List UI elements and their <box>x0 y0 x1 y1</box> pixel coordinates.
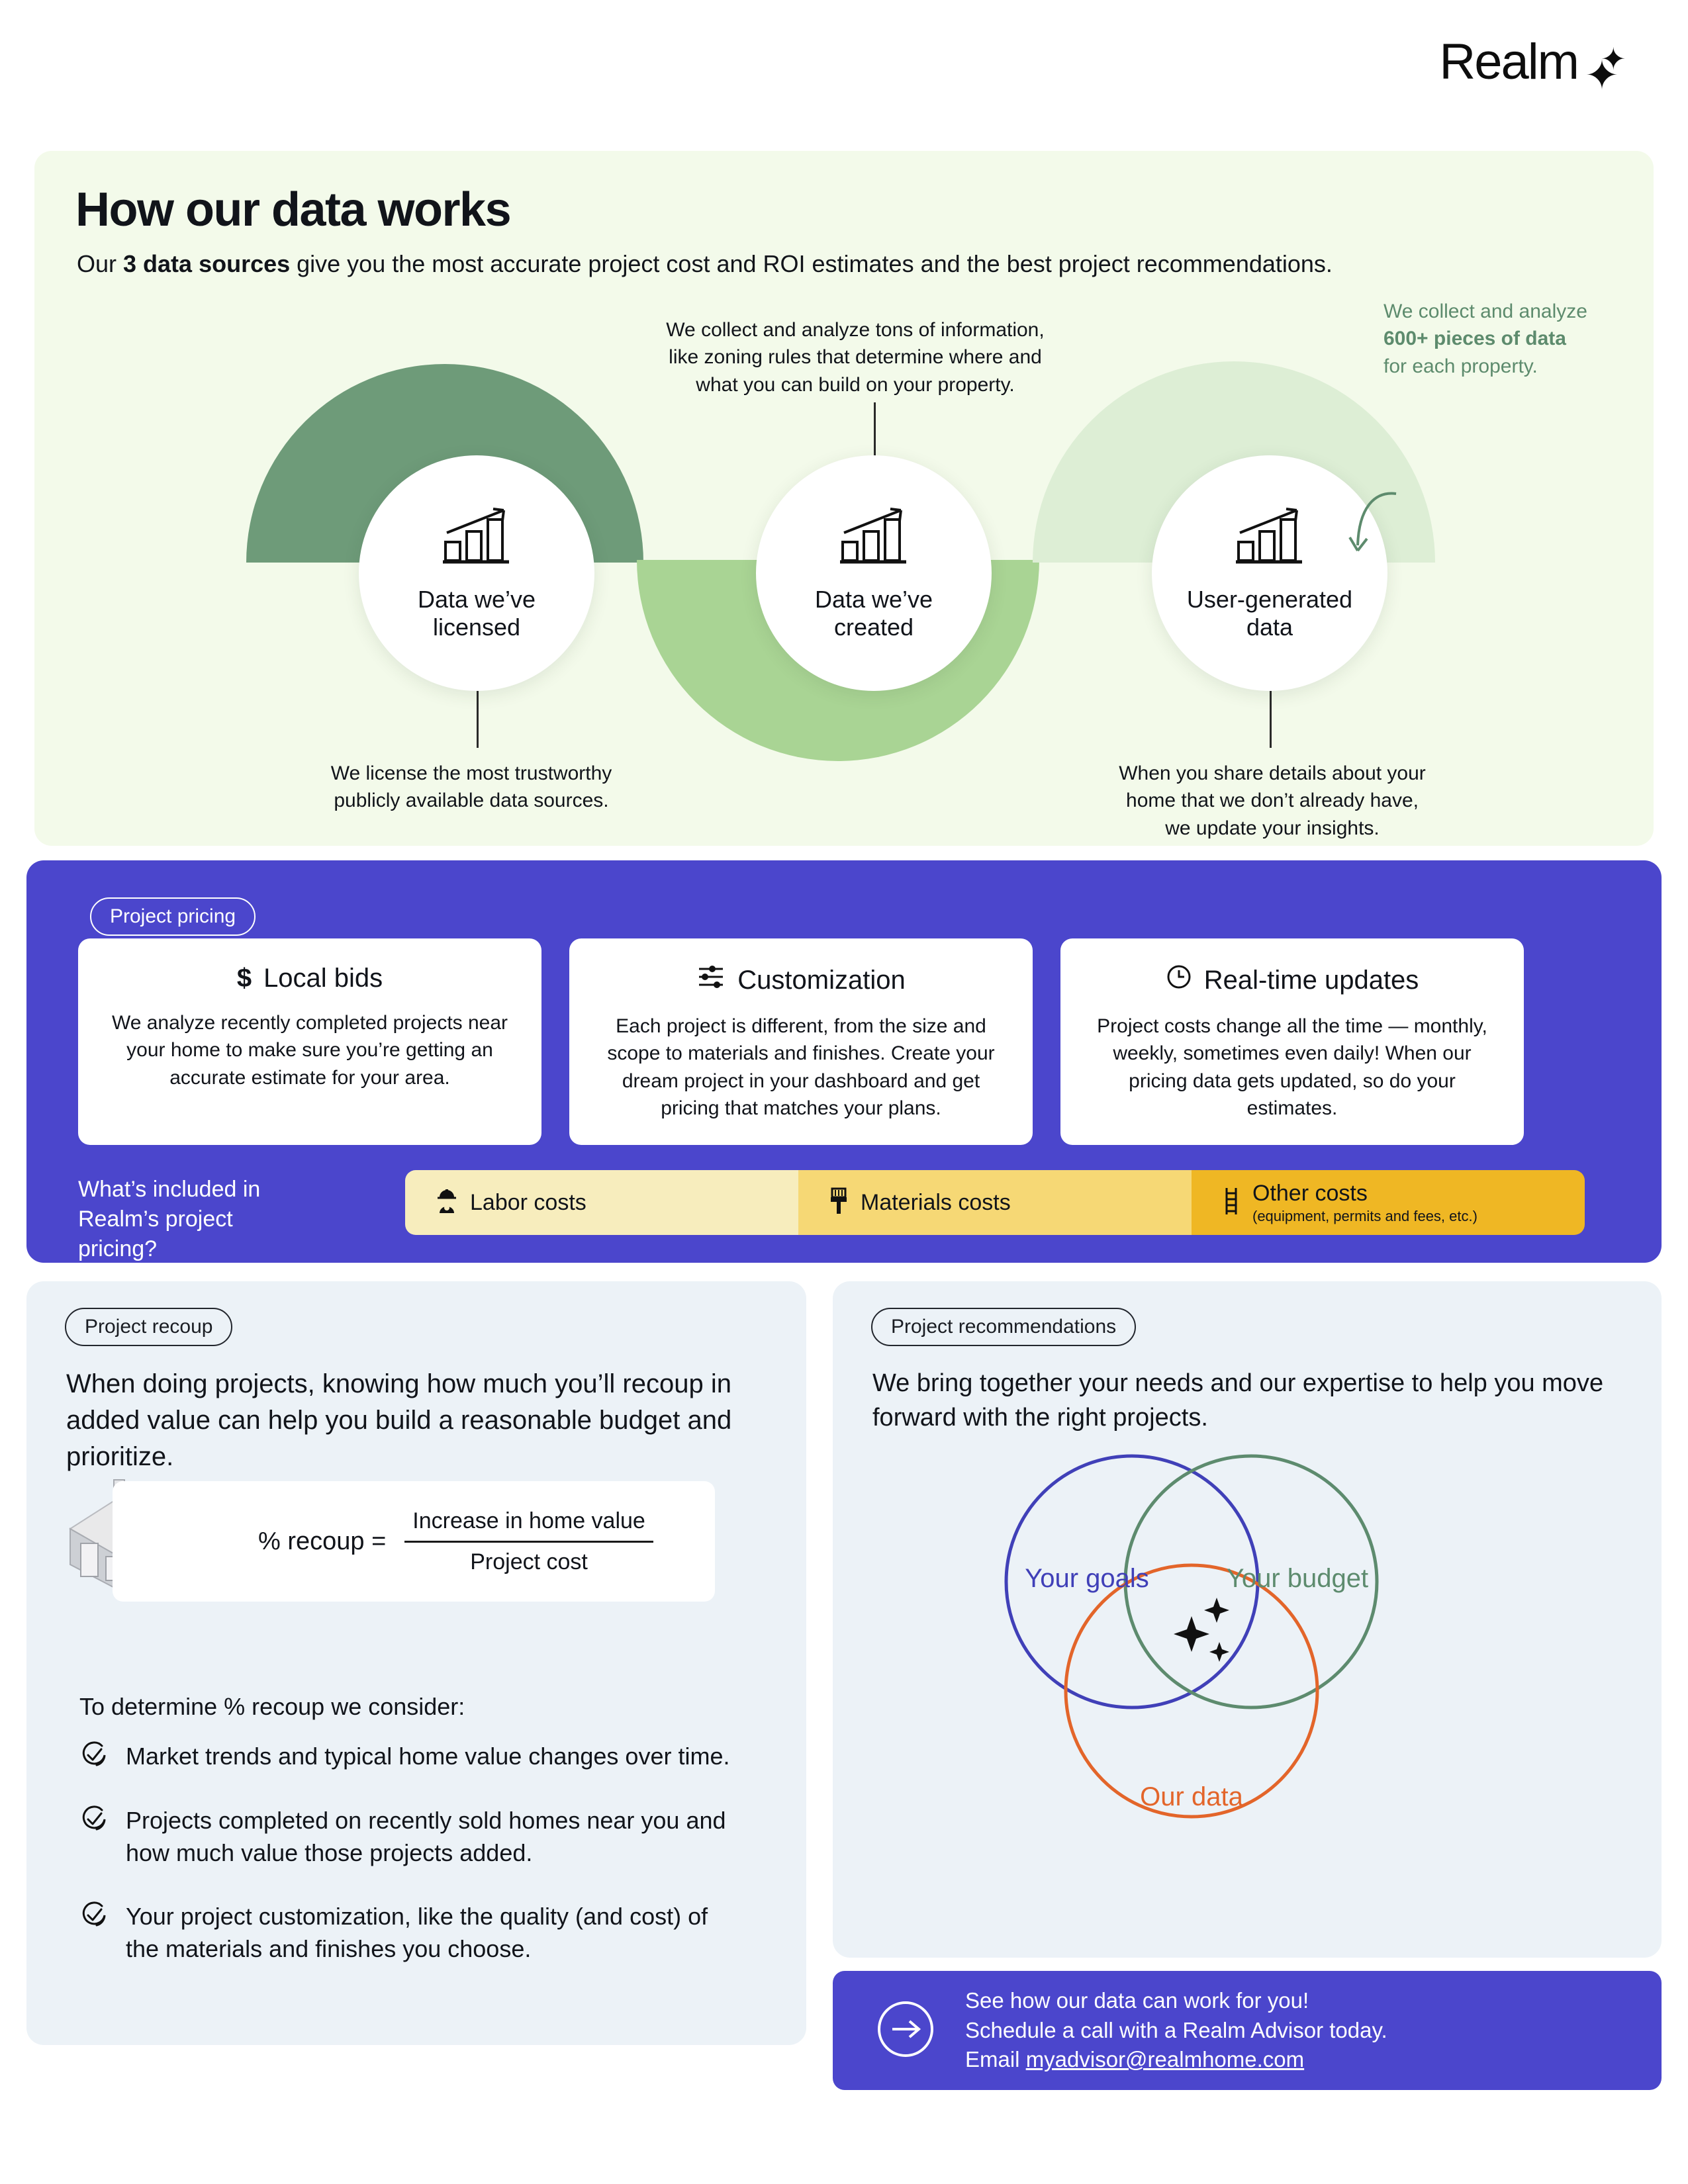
recommendations-lead-text: We bring together your needs and our exp… <box>872 1369 1604 1432</box>
venn-circle-your-budget <box>1123 1454 1379 1709</box>
cost-breakdown-bar: Labor costs Materials costs <box>405 1170 1585 1235</box>
pricing-card-header: Customization <box>596 964 1006 997</box>
cost-segment-materials: Materials costs <box>798 1170 1192 1235</box>
list-item: Projects completed on recently sold home… <box>79 1805 741 1869</box>
pricing-card-body: Project costs change all the time — mont… <box>1097 1015 1487 1120</box>
cost-segment-label: Labor costs <box>470 1189 586 1215</box>
brand-logo: Realm ✦✦ <box>1439 34 1647 99</box>
bar-chart-growth-icon <box>440 505 513 586</box>
pricing-card-real-time-updates: Real-time updates Project costs change a… <box>1060 938 1524 1145</box>
note-pre: We collect and analyze <box>1383 300 1587 322</box>
cta-text: See how our data can work for you! Sched… <box>965 1986 1387 2075</box>
hero-subtitle: Our 3 data sources give you the most acc… <box>77 250 1333 278</box>
venn-label-our-data: Our data <box>1140 1782 1243 1811</box>
caption-user-generated: When you share details about your home t… <box>1119 762 1426 839</box>
pricing-card-body: Each project is different, from the size… <box>607 1015 995 1120</box>
ladder-icon <box>1222 1187 1241 1219</box>
bar-chart-growth-icon <box>1233 505 1306 586</box>
curved-arrow-icon <box>1348 492 1397 552</box>
pricing-card-header: Real-time updates <box>1087 964 1497 997</box>
cost-segment-label: Other costs <box>1252 1180 1368 1206</box>
cta-line-1: See how our data can work for you! <box>965 1987 1309 2013</box>
cta-email-prefix: Email <box>965 2047 1026 2072</box>
pricing-cards: $ Local bids We analyze recently complet… <box>78 938 1524 1145</box>
sliders-icon <box>696 964 726 997</box>
caption-data-created: We collect and analyze tons of informati… <box>666 319 1045 396</box>
bar-chart-growth-icon <box>837 505 910 586</box>
cta-email-link[interactable]: myadvisor@realmhome.com <box>1025 2047 1305 2072</box>
recoup-formula-card: % recoup = Increase in home value Projec… <box>113 1481 715 1602</box>
pricing-card-title: Customization <box>737 965 906 995</box>
paintbrush-icon <box>829 1187 849 1218</box>
recoup-lead-text: When doing projects, knowing how much yo… <box>66 1369 732 1472</box>
hero-subtitle-bold: 3 data sources <box>123 250 291 277</box>
connector-bottom-left <box>477 691 479 748</box>
list-item-text: Market trends and typical home value cha… <box>126 1743 730 1770</box>
hero-subtitle-post: give you the most accurate project cost … <box>290 250 1333 277</box>
pricing-card-customization: Customization Each project is different,… <box>569 938 1033 1145</box>
note-post: for each property. <box>1383 355 1538 377</box>
project-recoup-section <box>26 1281 806 2045</box>
venn-label-your-budget: Your budget <box>1227 1564 1368 1593</box>
pricing-card-title: Local bids <box>263 964 383 993</box>
formula-fraction: Increase in home value Project cost <box>404 1508 653 1575</box>
pricing-card-title: Real-time updates <box>1203 965 1419 995</box>
connector-top-middle <box>874 402 876 466</box>
hero-data-note: We collect and analyze 600+ pieces of da… <box>1383 298 1602 380</box>
venn-circle-your-goals <box>1004 1454 1260 1709</box>
note-bold: 600+ pieces of data <box>1383 328 1566 350</box>
hero-subtitle-pre: Our <box>77 250 124 277</box>
dollar-icon: $ <box>236 964 252 993</box>
check-circle-icon <box>79 1741 109 1773</box>
consider-heading: To determine % recoup we consider: <box>79 1693 465 1720</box>
cost-segment-other: Other costs (equipment, permits and fees… <box>1192 1170 1585 1235</box>
cta-banner[interactable]: See how our data can work for you! Sched… <box>833 1971 1662 2090</box>
list-item-text: Your project customization, like the qua… <box>126 1903 708 1962</box>
venn-circle-our-data <box>1064 1563 1319 1819</box>
venn-label-your-goals: Your goals <box>1025 1564 1149 1593</box>
cost-segment-sublabel: (equipment, permits and fees, etc.) <box>1252 1207 1477 1224</box>
list-item: Market trends and typical home value cha… <box>79 1741 741 1773</box>
cost-segment-labor: Labor costs <box>405 1170 798 1235</box>
arrow-right-circle-icon <box>875 1999 936 2063</box>
list-item: Your project customization, like the qua… <box>79 1901 741 1965</box>
formula-left-side: % recoup = <box>258 1527 387 1555</box>
cost-segment-label: Materials costs <box>861 1189 1011 1215</box>
project-recommendations-section <box>833 1281 1662 1958</box>
hero-section: How our data works Our 3 data sources gi… <box>34 151 1654 846</box>
caption-data-licensed: We license the most trustworthy publicly… <box>330 762 612 812</box>
venn-diagram: Your goals Your budget Our data <box>1004 1454 1379 1819</box>
list-item-text: Projects completed on recently sold home… <box>126 1807 726 1866</box>
recoup-checklist: Market trends and typical home value cha… <box>79 1741 741 1997</box>
pricing-card-header: $ Local bids <box>105 964 515 993</box>
formula-denominator: Project cost <box>404 1540 653 1575</box>
cost-segment-text: Other costs (equipment, permits and fees… <box>1252 1181 1477 1225</box>
connector-bottom-right <box>1270 691 1272 748</box>
clock-icon <box>1166 964 1192 997</box>
badge-project-recommendations: Project recommendations <box>871 1308 1137 1346</box>
badge-project-recoup: Project recoup <box>65 1308 233 1346</box>
check-circle-icon <box>79 1805 109 1869</box>
pricing-card-body: We analyze recently completed projects n… <box>111 1012 508 1089</box>
included-question: What’s included in Realm’s project prici… <box>78 1177 261 1261</box>
formula-numerator: Increase in home value <box>412 1508 645 1533</box>
page-title: How our data works <box>75 183 512 236</box>
sparkle-icon <box>1174 1598 1229 1662</box>
brand-name: Realm <box>1439 34 1579 90</box>
worker-icon <box>436 1188 458 1218</box>
badge-project-pricing: Project pricing <box>90 897 256 936</box>
pricing-card-local-bids: $ Local bids We analyze recently complet… <box>78 938 541 1145</box>
cta-line-2: Schedule a call with a Realm Advisor tod… <box>965 2017 1387 2042</box>
sparkle-icon: ✦✦ <box>1585 42 1626 99</box>
cta-line-3: Email myadvisor@realmhome.com <box>965 2045 1387 2075</box>
check-circle-icon <box>79 1901 109 1965</box>
